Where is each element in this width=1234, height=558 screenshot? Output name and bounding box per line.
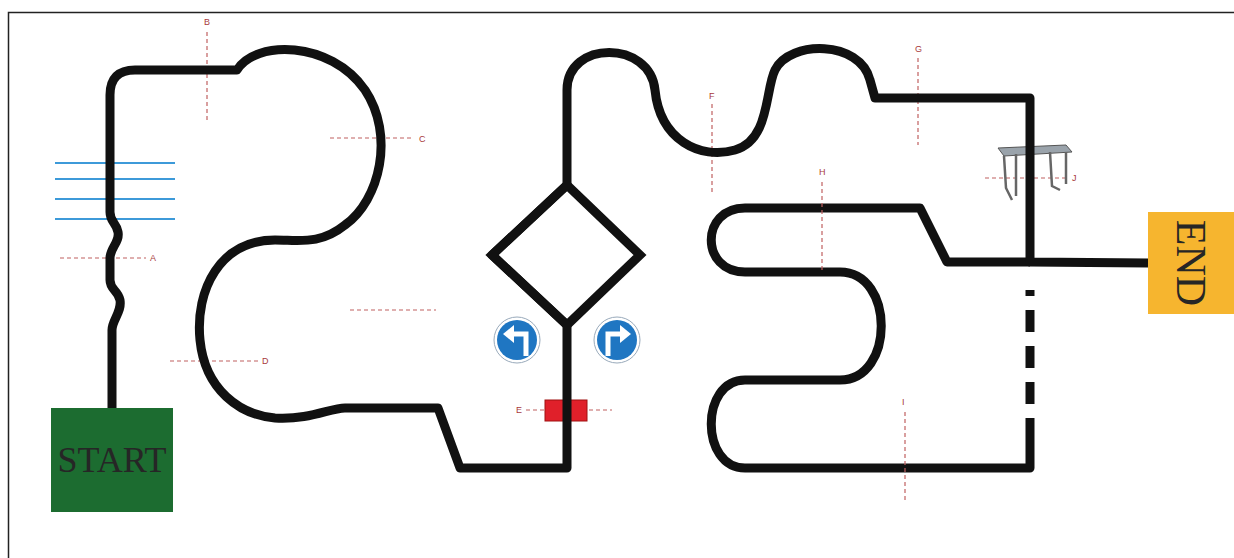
table-obstacle xyxy=(998,145,1072,200)
box-label: START xyxy=(58,442,167,478)
section-letter: J xyxy=(1072,173,1077,183)
section-letter: D xyxy=(262,356,269,366)
track-loop xyxy=(711,208,1030,468)
section-letter: G xyxy=(915,44,922,54)
section-letter: C xyxy=(419,134,426,144)
end-box: END xyxy=(1148,212,1234,314)
track-line xyxy=(110,49,1148,468)
left-turn-sign xyxy=(494,317,540,363)
box-label: END xyxy=(1170,220,1212,306)
blue-lines xyxy=(55,163,175,219)
frame xyxy=(9,13,1234,558)
section-letter: E xyxy=(516,405,522,415)
right-turn-sign xyxy=(594,317,640,363)
start-box: START xyxy=(51,408,174,512)
section-letter: I xyxy=(902,397,905,407)
section-letter: H xyxy=(819,167,826,177)
dashed-track xyxy=(1026,290,1035,440)
section-letter: B xyxy=(204,17,210,27)
section-letter: F xyxy=(709,91,715,101)
track-diamond xyxy=(492,185,640,325)
section-letter: A xyxy=(150,253,156,263)
